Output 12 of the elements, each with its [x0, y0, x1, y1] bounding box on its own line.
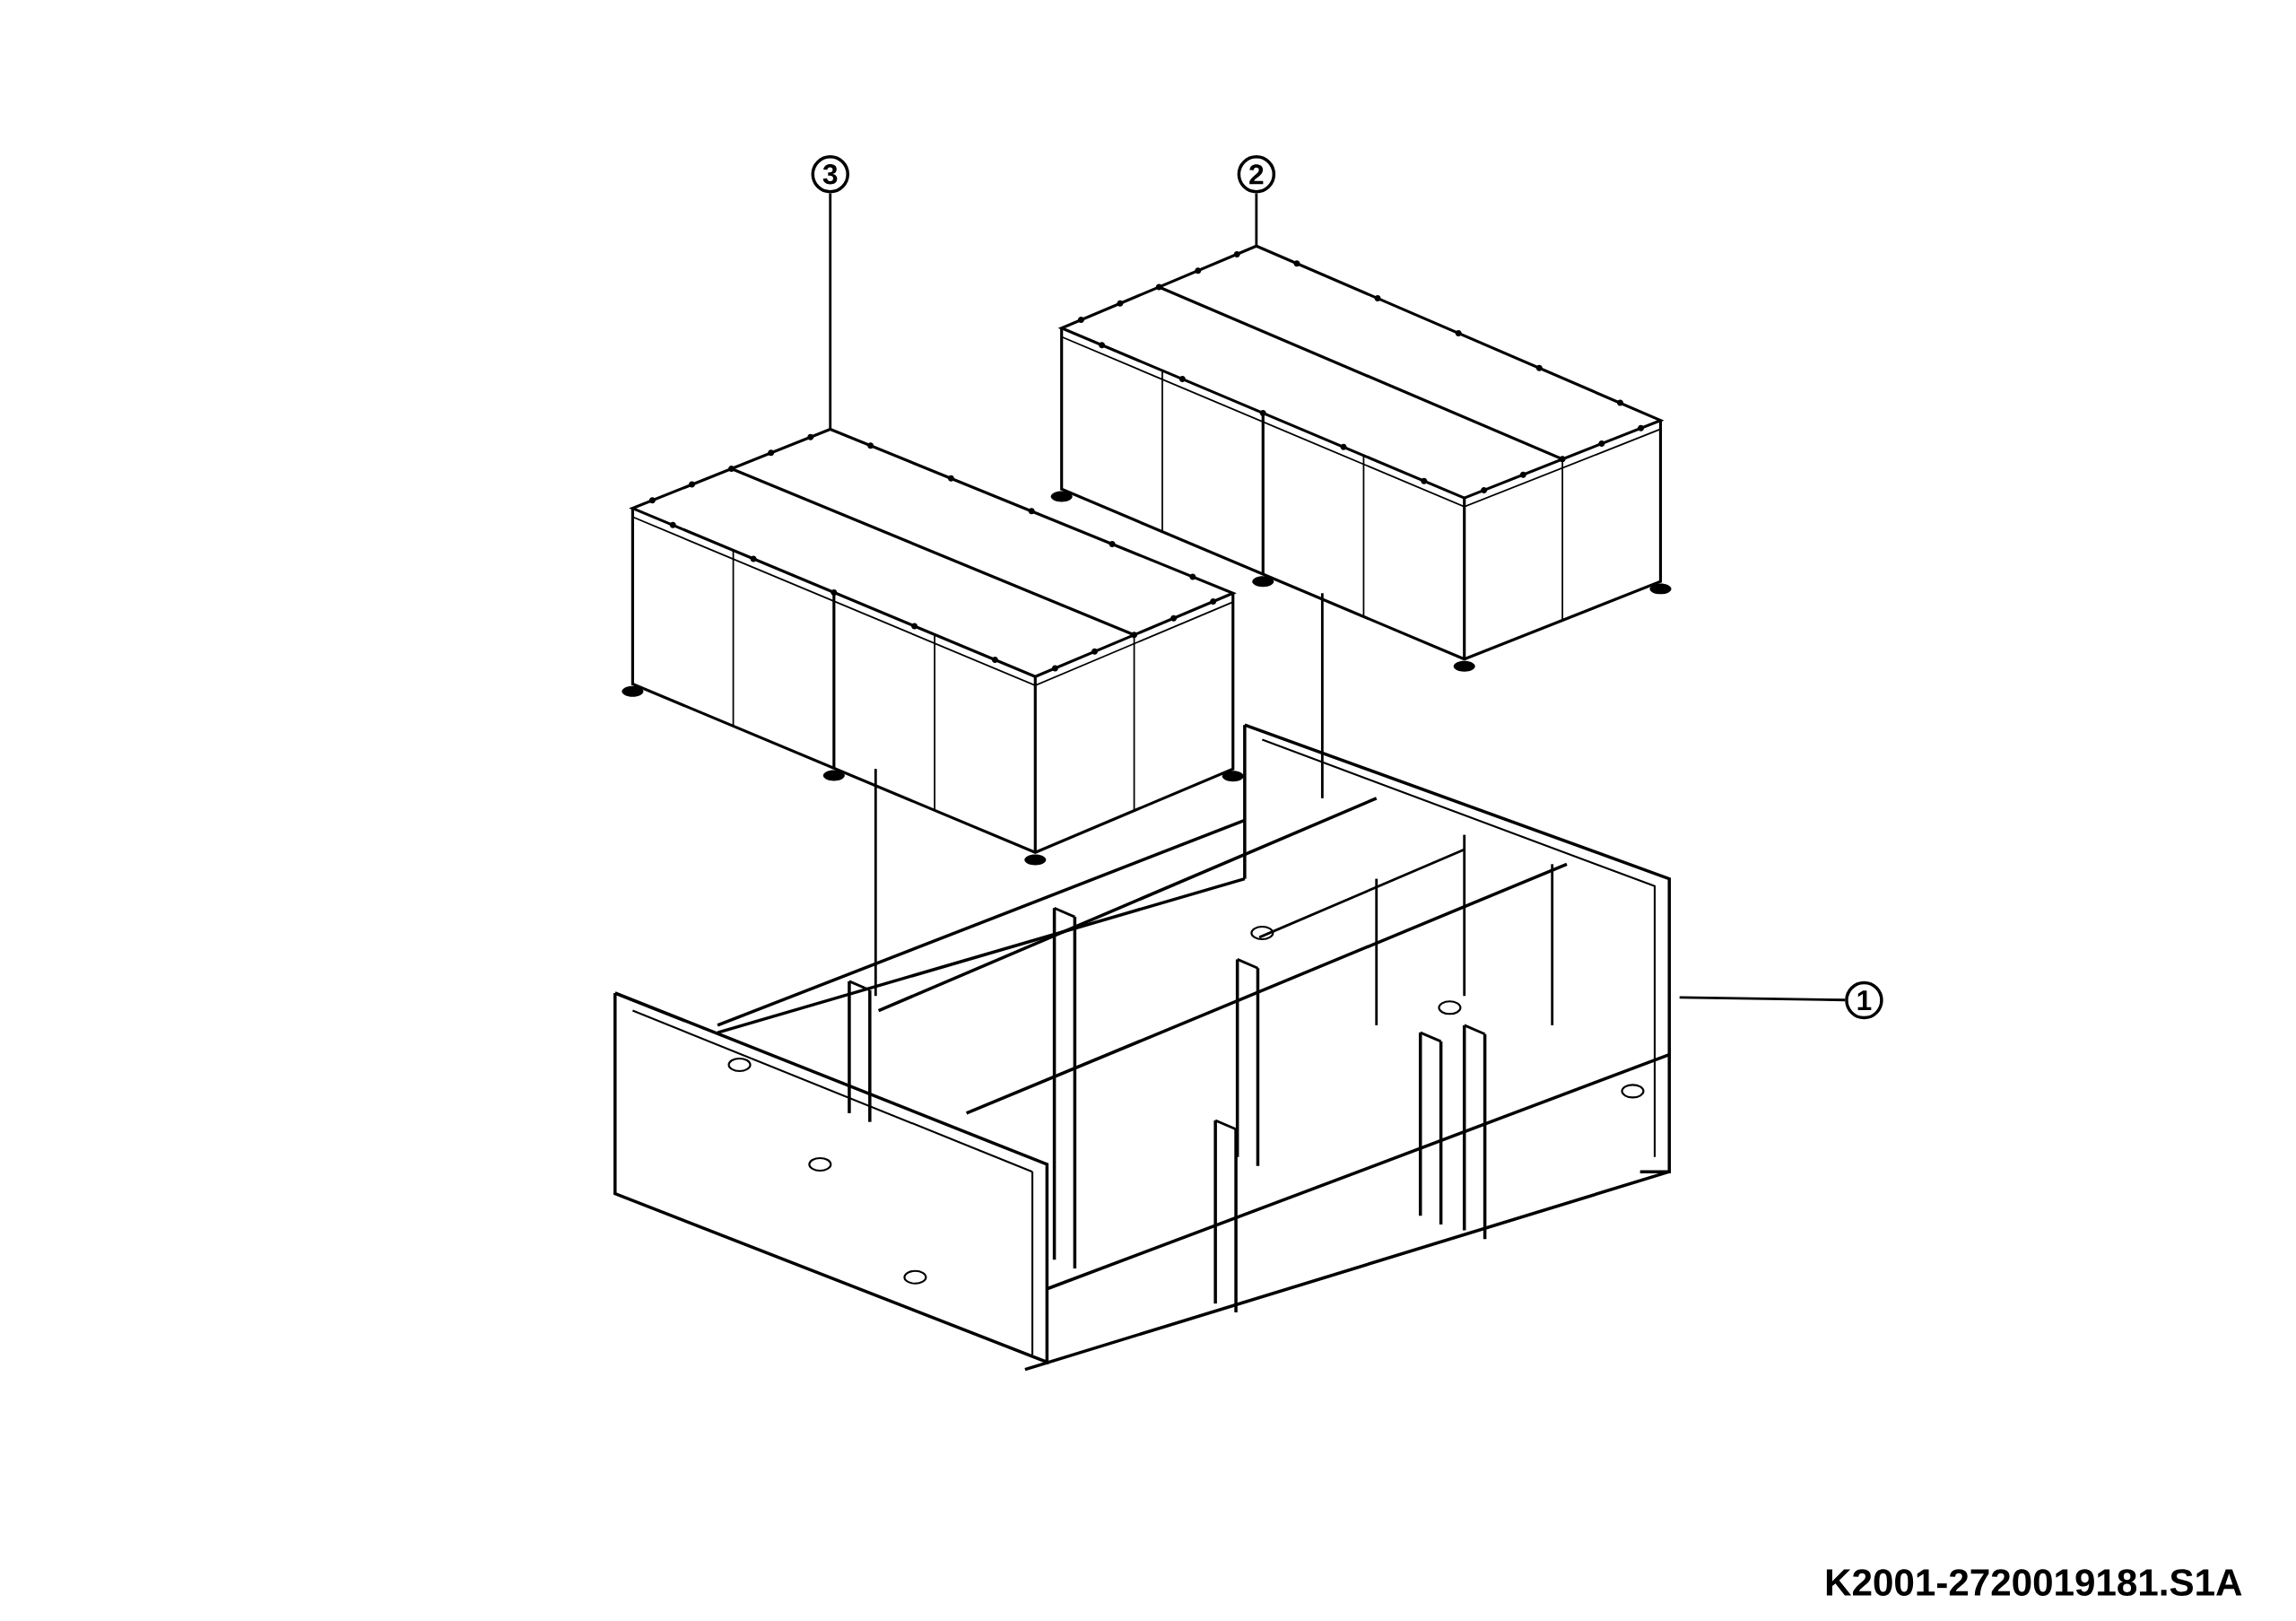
- part-drawing: [1050, 244, 1672, 672]
- part-drawing: [622, 427, 1244, 866]
- assembly-line: [874, 769, 877, 996]
- assembly-line: [1320, 593, 1324, 798]
- part-drawing: [613, 723, 1671, 1372]
- callout-number: 3: [811, 154, 849, 194]
- leader-line: [1255, 193, 1258, 247]
- callout-number: 1: [1845, 980, 1883, 1020]
- callout-number: 2: [1237, 154, 1276, 194]
- leader-line: [829, 193, 832, 430]
- drawing-number: K2001-2720019181.S1A: [1826, 1568, 2242, 1596]
- leader-line: [1679, 996, 1846, 1001]
